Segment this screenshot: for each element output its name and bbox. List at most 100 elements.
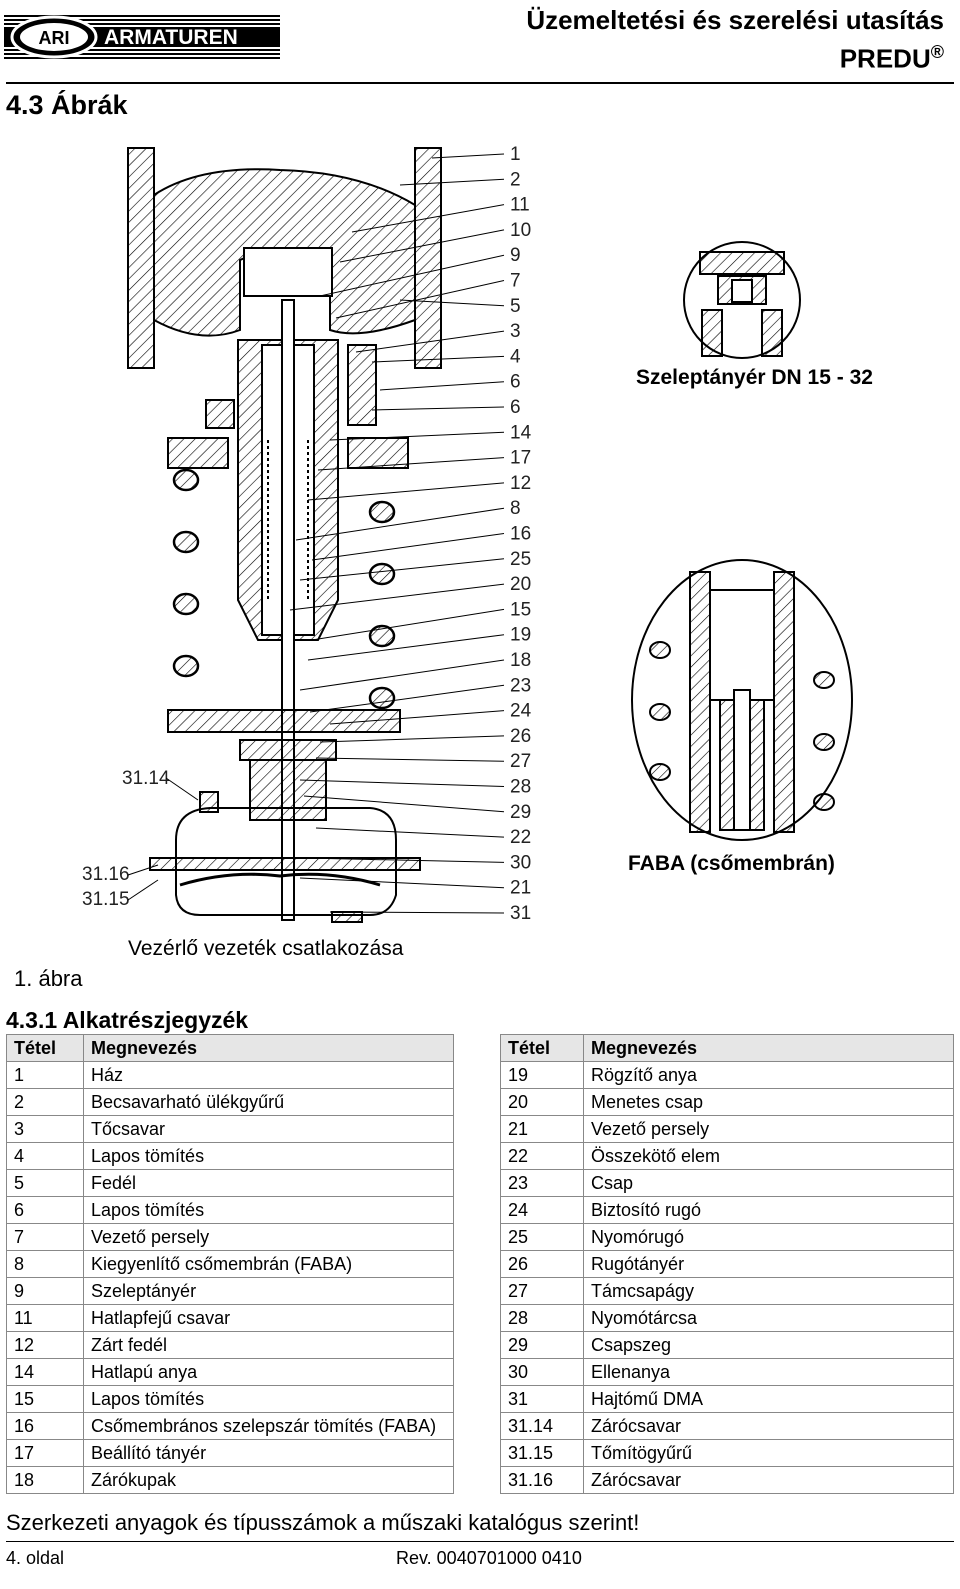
- callout-number: 20: [510, 574, 531, 595]
- part-name: Zárókupak: [83, 1466, 454, 1494]
- part-number: 3: [6, 1115, 84, 1143]
- leader-31-16: [127, 864, 159, 876]
- callout-number: 11: [510, 195, 530, 216]
- part-name: Nyomótárcsa: [583, 1304, 954, 1332]
- product-name: PREDU: [839, 43, 931, 74]
- leader-line: [355, 330, 505, 353]
- part-name: Zárócsavar: [583, 1466, 954, 1494]
- parts-list-heading: 4.3.1 Alkatrészjegyzék: [6, 1007, 249, 1033]
- callout-number: 29: [510, 802, 531, 823]
- materials-note: Szerkezeti anyagok és típusszámok a műsz…: [6, 1510, 640, 1535]
- part-name: Zárócsavar: [583, 1412, 954, 1440]
- part-number: 31.15: [500, 1439, 584, 1467]
- part-number: 23: [500, 1169, 584, 1197]
- leader-line: [371, 355, 505, 363]
- callout-31-16: 31.16: [82, 864, 130, 885]
- valve-cross-section: [127, 147, 442, 923]
- part-number: 31: [500, 1385, 584, 1413]
- part-name: Hajtómű DMA: [583, 1385, 954, 1413]
- leader-line: [299, 779, 505, 787]
- detail-faba-drawing: [631, 559, 853, 841]
- detail-disc-drawing: [683, 241, 801, 359]
- leader-line: [311, 533, 505, 561]
- part-number: 19: [500, 1061, 584, 1089]
- part-number: 7: [6, 1223, 84, 1251]
- part-number: 27: [500, 1277, 584, 1305]
- part-name: Menetes csap: [583, 1088, 954, 1116]
- callout-number: 30: [510, 852, 531, 873]
- part-name: Támcsapágy: [583, 1277, 954, 1305]
- document-title: Üzemeltetési és szerelési utasítás PREDU…: [526, 4, 944, 75]
- part-number: 28: [500, 1304, 584, 1332]
- part-number: 20: [500, 1088, 584, 1116]
- part-number: 31.16: [500, 1466, 584, 1494]
- callout-number: 22: [510, 827, 531, 848]
- leader-line: [303, 795, 505, 813]
- detail-disc-label: Szeleptányér DN 15 - 32: [636, 366, 873, 389]
- logo-brand-left: ARI: [39, 28, 70, 48]
- part-name: Vezető persely: [583, 1115, 954, 1143]
- table-header-row: Tétel Megnevezés: [500, 1034, 954, 1062]
- leader-line: [399, 178, 505, 186]
- callout-number: 19: [510, 625, 531, 646]
- part-name: Lapos tömítés: [83, 1142, 454, 1170]
- leader-line: [329, 431, 505, 441]
- leader-line: [311, 608, 505, 641]
- leader-line: [399, 299, 505, 307]
- leader-line: [379, 381, 505, 391]
- leader-31-14: [165, 777, 199, 801]
- callout-number: 16: [510, 524, 531, 545]
- callout-number: 7: [510, 271, 521, 292]
- leader-line: [309, 684, 505, 713]
- callout-number: 2: [510, 169, 521, 190]
- part-number: 24: [500, 1196, 584, 1224]
- part-number: 12: [6, 1331, 84, 1359]
- part-number: 6: [6, 1196, 84, 1224]
- leader-line: [329, 911, 505, 914]
- leader-line: [307, 634, 505, 661]
- ari-armaturen-logo: ARI ARMATUREN: [4, 13, 280, 61]
- part-name: Hatlapfejű csavar: [83, 1304, 454, 1332]
- part-number: 8: [6, 1250, 84, 1278]
- leader-line: [339, 229, 505, 263]
- part-name: Ház: [83, 1061, 454, 1089]
- leader-line: [319, 735, 505, 743]
- part-number: 1: [6, 1061, 84, 1089]
- callout-number: 17: [510, 448, 531, 469]
- callout-number: 23: [510, 675, 531, 696]
- callout-number: 3: [510, 321, 521, 342]
- part-number: 30: [500, 1358, 584, 1386]
- leader-line: [317, 457, 505, 471]
- leader-line: [371, 406, 505, 411]
- callout-number: 14: [510, 422, 532, 443]
- leader-line: [299, 877, 505, 889]
- leader-line: [305, 857, 505, 863]
- part-number: 22: [500, 1142, 584, 1170]
- footer-rule: [6, 1541, 954, 1542]
- registered-mark: ®: [930, 42, 944, 62]
- callout-number: 8: [510, 498, 521, 519]
- leader-line: [431, 153, 505, 159]
- logo-brand-right: ARMATUREN: [104, 26, 238, 49]
- leader-line: [335, 280, 505, 319]
